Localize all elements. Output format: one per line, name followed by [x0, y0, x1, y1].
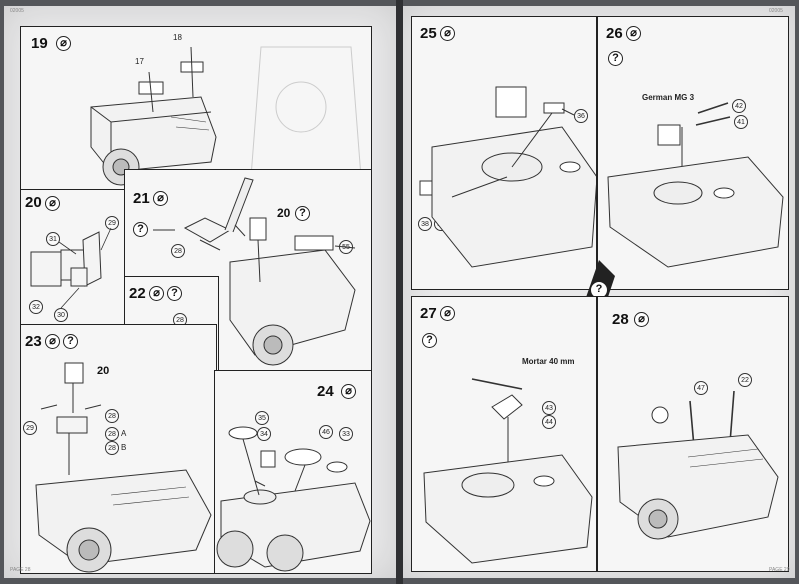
step-25-panel: 25 ⌀ 36 38 37 [411, 16, 597, 290]
vehicle-drawing [617, 390, 779, 540]
glue-icon: ⌀ [149, 286, 164, 301]
step-27-panel: 27 ⌀ ? Mortar 40 mm 43 44 [411, 296, 597, 572]
part-number: 43 [542, 401, 556, 415]
step-number: 19 [31, 35, 48, 52]
part-number: 33 [339, 427, 353, 441]
weapon-caption: Mortar 40 mm [522, 357, 575, 366]
vehicle-drawing [607, 102, 784, 268]
part-number: 22 [738, 373, 752, 387]
part-number: 46 [319, 425, 333, 439]
part-number: 34 [257, 427, 271, 441]
step-28-panel: 28 ⌀ 47 22 [597, 296, 789, 572]
vehicle-drawing [423, 378, 593, 564]
step-number: 27 [420, 305, 437, 322]
glue-icon: ⌀ [56, 36, 71, 51]
part-number: 20 [97, 365, 110, 377]
glue-icon: ⌀ [153, 191, 168, 206]
part-number: 18 [173, 33, 182, 42]
step-24-panel: 24 ⌀ 35 34 46 33 [214, 370, 372, 574]
glue-icon: ⌀ [45, 334, 60, 349]
assembly-drawing [30, 227, 112, 309]
step-number: 20 [25, 194, 42, 211]
glue-icon: ⌀ [626, 26, 641, 41]
vehicle-drawing [153, 177, 356, 366]
left-page: 02005 19 ⌀ 17 18 [4, 6, 396, 578]
step-number: 21 [133, 190, 150, 207]
question-icon: ? [133, 222, 148, 237]
part-number: 28 [105, 409, 119, 423]
right-header-label: 02005 [769, 8, 783, 14]
step-20-panel: 20 ⌀ 31 29 32 30 [20, 189, 128, 327]
left-header-label: 02005 [10, 8, 24, 14]
step-number: 23 [25, 333, 42, 350]
step-number: 22 [129, 285, 146, 302]
part-number: 36 [574, 109, 588, 123]
part-number: 30 [54, 308, 68, 322]
weapon-caption: German MG 3 [642, 93, 695, 102]
part-number: 32 [29, 300, 43, 314]
part-letter: B [121, 443, 127, 452]
part-number: 29 [23, 421, 37, 435]
question-icon: ? [63, 334, 78, 349]
right-page: 02005 25 ⌀ 36 38 37 [403, 6, 795, 578]
part-number: 28 [105, 441, 119, 455]
step-19-panel: 19 ⌀ 17 18 [20, 26, 372, 192]
part-number: 35 [255, 411, 269, 425]
booklet-gutter [396, 0, 403, 584]
part-number: 20 [277, 206, 291, 220]
part-number: 42 [732, 99, 746, 113]
part-number: 28 [171, 244, 185, 258]
vehicle-drawing [35, 362, 212, 573]
glue-icon: ⌀ [45, 196, 60, 211]
question-icon: ? [608, 51, 623, 66]
glue-icon: ⌀ [634, 312, 649, 327]
question-icon: ? [590, 281, 608, 299]
step-number: 24 [317, 383, 334, 400]
question-icon: ? [167, 286, 182, 301]
question-icon: ? [422, 333, 437, 348]
step-number: 28 [612, 311, 629, 328]
part-letter: A [121, 429, 127, 438]
page-label: PAGE 28 [10, 567, 31, 573]
part-number: 47 [694, 381, 708, 395]
step-23-panel: 23 ⌀ ? 20 28 29 28 A 28 B [20, 324, 217, 574]
vehicle-drawing [216, 426, 371, 572]
vehicle-drawing [419, 86, 596, 268]
part-number: 28 [105, 427, 119, 441]
part-number: 38 [418, 217, 432, 231]
step-number: 26 [606, 25, 623, 42]
vehicle-drawing [90, 46, 362, 186]
part-number: 44 [542, 415, 556, 429]
part-number: 17 [135, 57, 144, 66]
part-number: 29 [105, 216, 119, 230]
glue-icon: ⌀ [440, 306, 455, 321]
question-icon: ? [295, 206, 310, 221]
step-26-panel: 26 ⌀ ? German MG 3 42 41 [597, 16, 789, 290]
part-number: 31 [46, 232, 60, 246]
step-number: 25 [420, 25, 437, 42]
part-number: 41 [734, 115, 748, 129]
page-label: PAGE 29 [769, 567, 790, 573]
glue-icon: ⌀ [440, 26, 455, 41]
glue-icon: ⌀ [341, 384, 356, 399]
